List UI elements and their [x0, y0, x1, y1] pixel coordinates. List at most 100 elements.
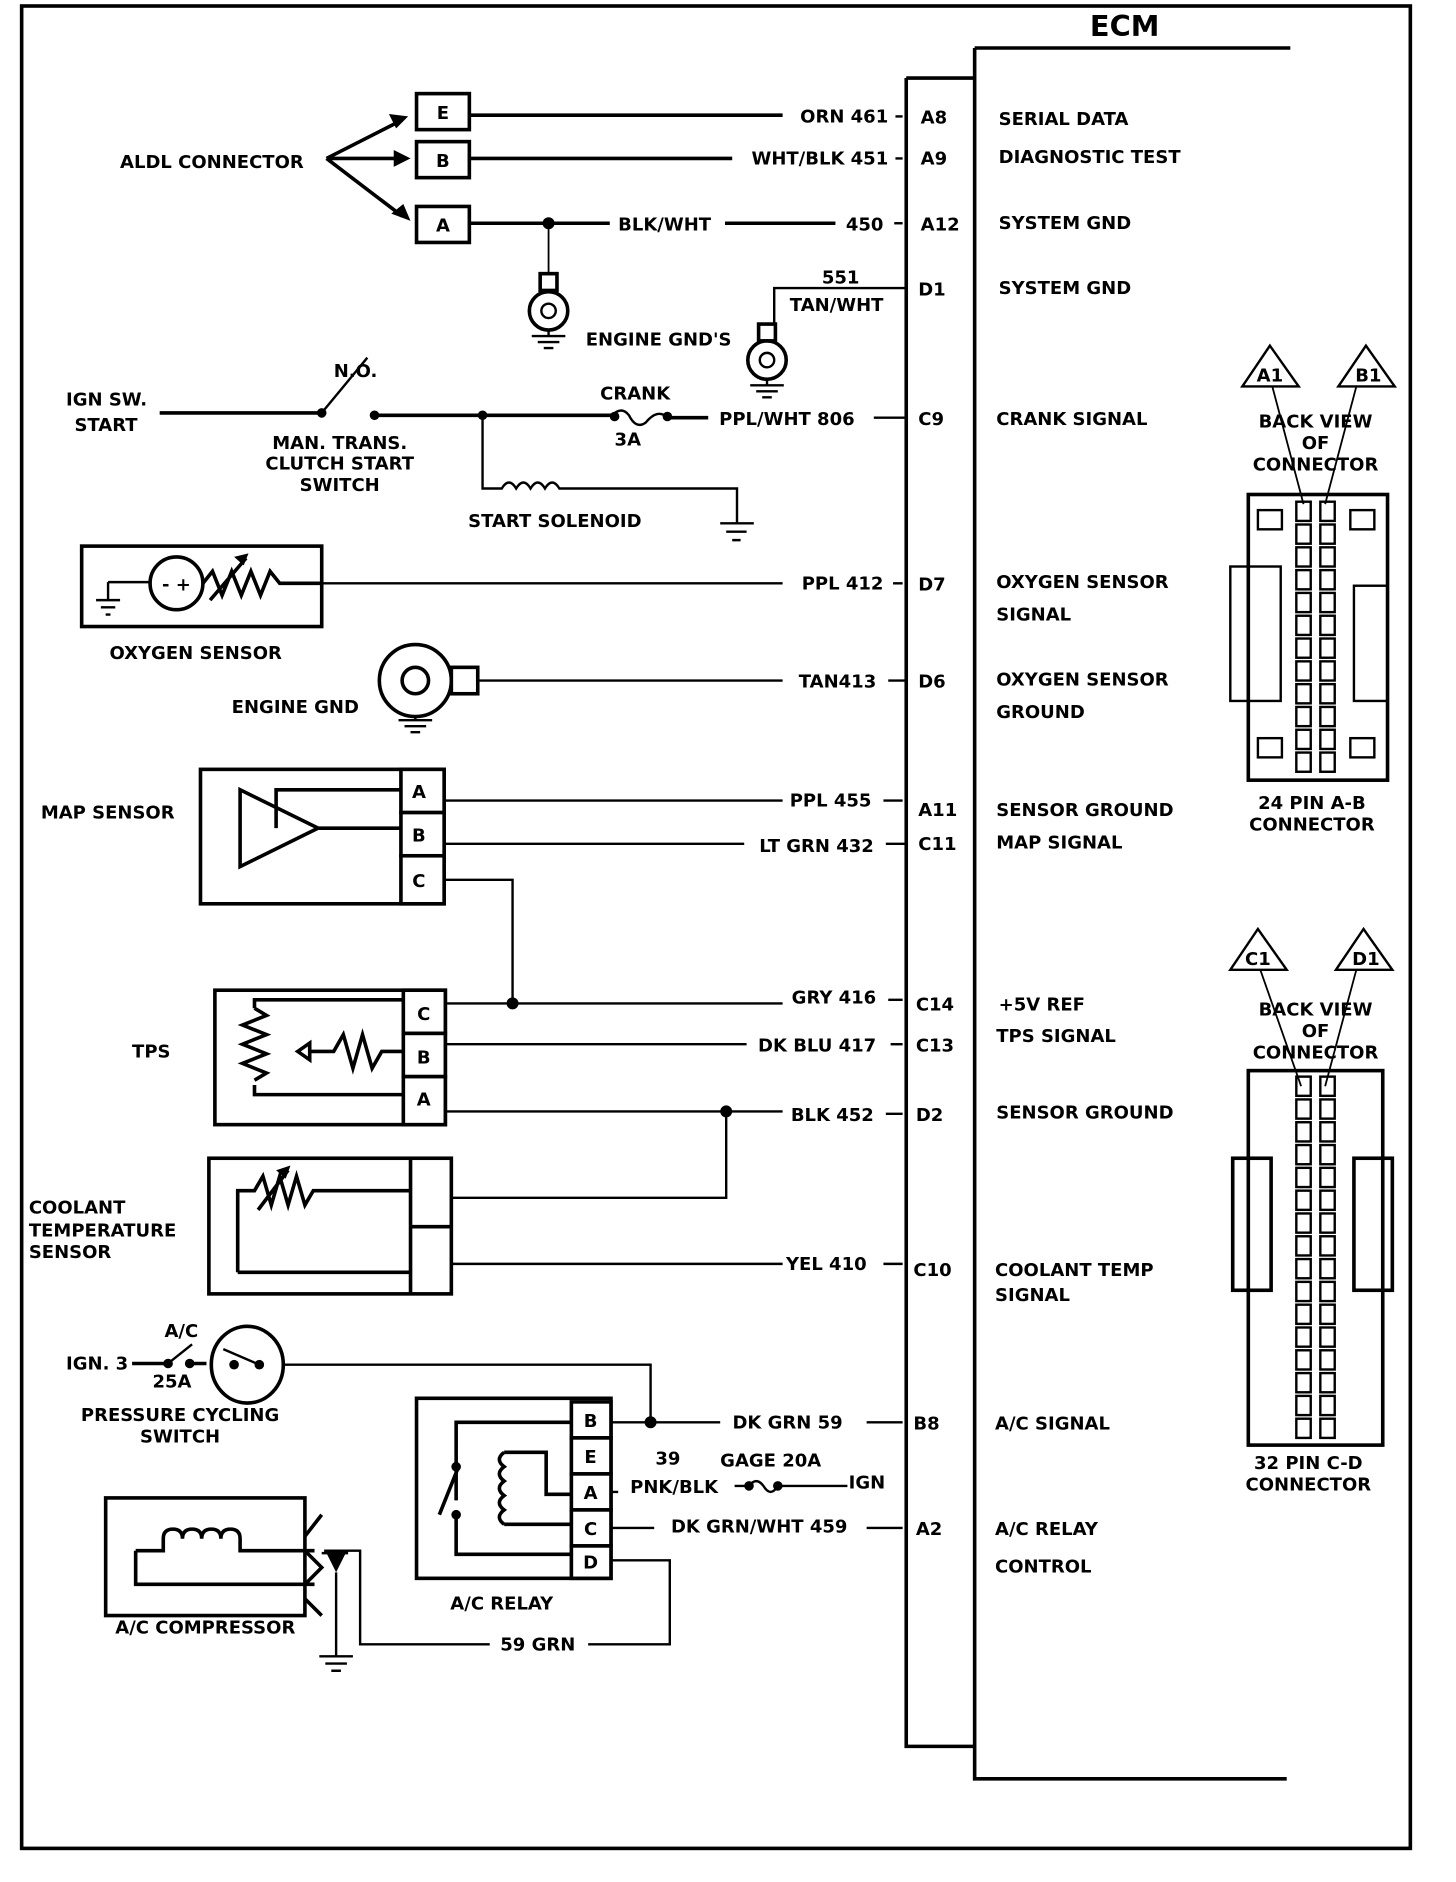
- pin-function: A/C SIGNAL: [995, 1414, 1110, 1435]
- pin-cavity: [1319, 1417, 1336, 1440]
- pin-row-d6: TAN413 D6 OXYGEN SENSOR GROUND: [799, 669, 1169, 722]
- pin-cavity: [1295, 568, 1312, 591]
- pin-cavity: [1319, 1212, 1336, 1234]
- pin-row-c14: GRY 416 C14 +5V REF: [792, 987, 1085, 1015]
- pin-cavity: [1295, 1212, 1312, 1234]
- pin-cavity: [1295, 523, 1312, 545]
- pin-cavity: [1319, 728, 1336, 751]
- pin-cavity: [1295, 1326, 1312, 1348]
- pin-function: OXYGEN SENSOR: [996, 669, 1169, 690]
- pin-id: C10: [913, 1260, 951, 1281]
- pin-cavity: [1319, 1394, 1336, 1417]
- pin-function-2: SIGNAL: [996, 605, 1071, 626]
- wire-label: 551: [822, 267, 860, 288]
- pin-cavity: [1295, 546, 1312, 568]
- ac-fuse-name: A/C: [164, 1321, 198, 1342]
- pin-id: A8: [921, 108, 947, 129]
- wire-label: TAN413: [799, 672, 876, 693]
- pin-id: C14: [916, 995, 954, 1016]
- pin-cavity: [1319, 1280, 1336, 1303]
- pin-cavity: [1295, 751, 1312, 773]
- tps-sensor: TPS C B A: [132, 988, 783, 1127]
- pin-function: MAP SIGNAL: [996, 833, 1122, 854]
- pin-cavity: [1319, 1235, 1336, 1257]
- pin-function: COOLANT TEMP: [995, 1260, 1154, 1281]
- pin-row-a12: 450 A12 SYSTEM GND: [846, 213, 1131, 235]
- pin-function: SENSOR GROUND: [996, 800, 1173, 821]
- coolant-label-1: COOLANT: [29, 1197, 126, 1218]
- back-view-2: OF: [1302, 433, 1330, 454]
- ac-fuse-rating: 25A: [152, 1371, 191, 1392]
- wire-39-num: 39: [655, 1448, 680, 1469]
- pin-cavity: [1295, 660, 1312, 682]
- pin-function: +5V REF: [999, 995, 1085, 1016]
- connector-name-1: 32 PIN C-D: [1254, 1453, 1363, 1474]
- pin-function: SERIAL DATA: [999, 109, 1129, 130]
- pin-cavity: [1319, 637, 1336, 659]
- d1-wire-color: TAN/WHT: [790, 295, 884, 316]
- pin-id: A11: [918, 800, 957, 821]
- wire-label: 450: [846, 214, 884, 235]
- pin-cavity: [1319, 1257, 1336, 1280]
- pin-cavity: [1319, 1075, 1336, 1098]
- ecm-title: ECM: [1090, 9, 1159, 43]
- pin-cavity: [1319, 705, 1336, 728]
- ign3-label: IGN. 3: [66, 1353, 128, 1374]
- pin-id: D2: [916, 1105, 943, 1126]
- pin-id: D1: [918, 279, 945, 300]
- map-sensor: MAP SENSOR A B C: [41, 767, 783, 1004]
- coolant-temperature-sensor: COOLANT TEMPERATURE SENSOR: [29, 1111, 783, 1296]
- compressor-label: A/C COMPRESSOR: [115, 1618, 295, 1639]
- pin-cavity: [1319, 1303, 1336, 1326]
- switch-label-2: CLUTCH START: [265, 453, 414, 474]
- wire-label: LT GRN 432: [759, 836, 874, 857]
- pin-function: CRANK SIGNAL: [996, 409, 1147, 430]
- pin-cavity: [1319, 591, 1336, 614]
- pin-row-c9: PPL/WHT 806 C9 CRANK SIGNAL: [719, 409, 1147, 430]
- relay-terminal-d: D: [583, 1553, 598, 1574]
- pin-cavity: [1319, 1326, 1336, 1348]
- pin-id: C11: [918, 834, 956, 855]
- tps-terminal-c: C: [417, 1004, 430, 1025]
- pin-cavity: [1295, 1121, 1312, 1143]
- pin-function: SYSTEM GND: [999, 278, 1131, 299]
- engine-gnds-label: ENGINE GND'S: [586, 330, 732, 351]
- no-label: N.O.: [334, 361, 378, 382]
- pressure-switch-label-2: SWITCH: [140, 1427, 220, 1448]
- oxygen-sensor-polarity: - +: [162, 575, 191, 596]
- pin-cavity: [1295, 1303, 1312, 1326]
- pin-id: D6: [918, 672, 945, 693]
- pin-row-c10: YEL 410 C10 COOLANT TEMP SIGNAL: [785, 1254, 1154, 1306]
- coolant-label-2: TEMPERATURE: [29, 1220, 176, 1241]
- connector-name-2: CONNECTOR: [1246, 1475, 1372, 1496]
- return-wire-label: 59 GRN: [500, 1634, 575, 1655]
- pin-cavity: [1295, 1394, 1312, 1417]
- pin-cavity: [1295, 1075, 1312, 1098]
- connector-pins: [1295, 500, 1336, 773]
- connector-label-d1: D1: [1352, 949, 1379, 970]
- pin-cavity: [1319, 1121, 1336, 1143]
- pin-cavity: [1319, 1349, 1336, 1371]
- pin-row-d7: PPL 412 D7 OXYGEN SENSOR SIGNAL: [802, 572, 1169, 625]
- map-terminal-c: C: [412, 871, 425, 892]
- pin-cavity: [1295, 1166, 1312, 1189]
- diagram-frame: [19, 4, 1413, 1851]
- start-solenoid-label: START SOLENOID: [468, 511, 641, 532]
- ign-sw-label-2: START: [74, 415, 138, 436]
- pin-function-2: GROUND: [996, 702, 1085, 723]
- back-view-3: CONNECTOR: [1253, 455, 1379, 476]
- connector-name-2: CONNECTOR: [1249, 815, 1375, 836]
- tps-terminal-b: B: [417, 1047, 431, 1068]
- pin-cavity: [1295, 682, 1312, 705]
- wire-label: PPL 412: [802, 573, 884, 594]
- map-sensor-label: MAP SENSOR: [41, 803, 175, 824]
- pin-cavity: [1295, 705, 1312, 728]
- relay-label: A/C RELAY: [450, 1594, 554, 1615]
- pin-cavity: [1295, 1257, 1312, 1280]
- ac-circuit: IGN. 3 A/C 25A PRESSURE CYCLING SWITCH B…: [66, 1321, 885, 1672]
- wire-39-color: PNK/BLK: [630, 1477, 719, 1498]
- back-view-2: OF: [1302, 1021, 1330, 1042]
- crank-fuse-name: CRANK: [600, 384, 671, 405]
- aldl-terminal-e: E: [437, 103, 449, 124]
- pin-function-2: SIGNAL: [995, 1285, 1070, 1306]
